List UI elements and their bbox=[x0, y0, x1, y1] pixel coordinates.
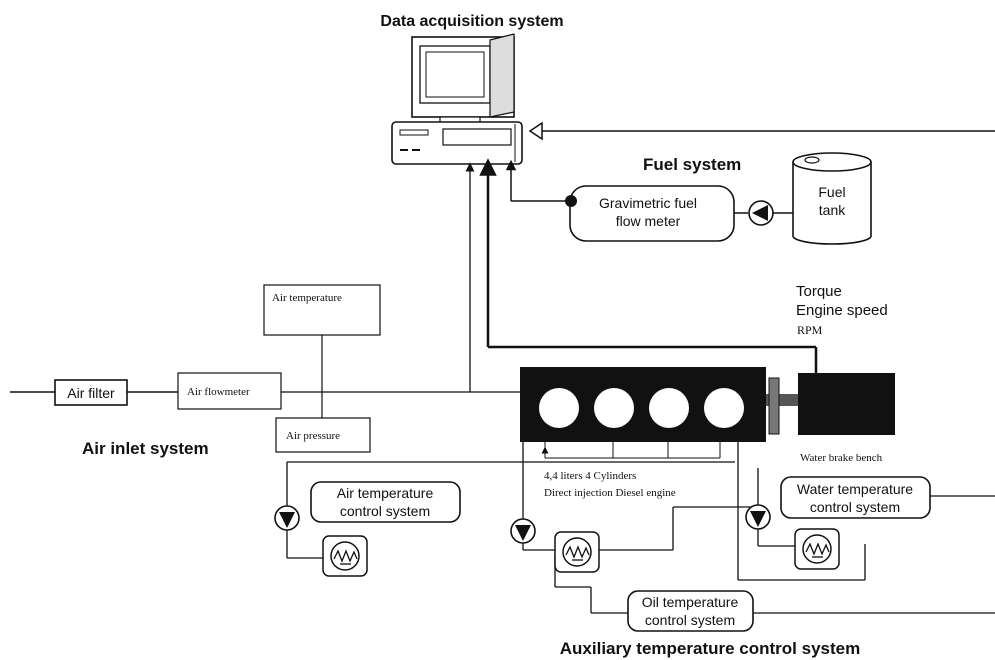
air-inlet-title: Air inlet system bbox=[82, 439, 209, 458]
fuel-signal-line bbox=[505, 159, 571, 202]
rpm-label: RPM bbox=[797, 323, 823, 337]
daq-title: Data acquisition system bbox=[380, 13, 563, 30]
computer-icon bbox=[391, 33, 523, 165]
water-brake-label: Water brake bench bbox=[800, 452, 883, 464]
engine-spec-line1: 4,4 liters 4 Cylinders bbox=[544, 470, 636, 482]
air-pressure-box bbox=[275, 417, 371, 453]
air-pump-icon bbox=[274, 505, 300, 531]
oil-control-label-line1: Oil temperature bbox=[642, 594, 739, 610]
oil-temperature-control-box bbox=[627, 590, 754, 632]
air-control-loop bbox=[286, 461, 735, 559]
auxiliary-system-title: Auxiliary temperature control system bbox=[560, 639, 860, 658]
air-control-label-line1: Air temperature bbox=[337, 485, 434, 501]
air-temperature-control-box bbox=[310, 481, 461, 523]
engine-speed-label: Engine speed bbox=[796, 302, 888, 319]
water-pump-icon bbox=[745, 504, 771, 530]
fuel-tank-label-line1: Fuel bbox=[818, 184, 845, 200]
fuel-pump-icon bbox=[748, 200, 774, 226]
oil-control-loop bbox=[522, 442, 995, 614]
water-brake-bench bbox=[798, 373, 895, 435]
oil-heat-exchanger-icon bbox=[554, 531, 600, 573]
speed-signal-line bbox=[479, 158, 818, 373]
air-flowmeter-label: Air flowmeter bbox=[187, 386, 250, 398]
flow-meter-sensor-dot bbox=[565, 195, 577, 207]
air-control-label-line2: control system bbox=[340, 503, 430, 519]
fuel-meter-label-line2: flow meter bbox=[616, 213, 681, 229]
air-filter-box bbox=[54, 379, 128, 406]
air-filter-label: Air filter bbox=[67, 385, 115, 401]
air-flowmeter-box bbox=[177, 372, 282, 410]
air-heat-exchanger-icon bbox=[322, 535, 368, 577]
torque-label: Torque bbox=[796, 283, 842, 300]
engine-spec-line2: Direct injection Diesel engine bbox=[544, 487, 676, 499]
water-temperature-control-box bbox=[780, 476, 931, 519]
engine-shaft-coupling bbox=[766, 377, 802, 435]
air-temperature-box bbox=[263, 284, 381, 336]
water-heat-exchanger-icon bbox=[794, 528, 840, 570]
water-control-label-line1: Water temperature bbox=[797, 481, 913, 497]
water-control-label-line2: control system bbox=[810, 499, 900, 515]
fuel-system-title: Fuel system bbox=[643, 155, 741, 174]
engine-connection-lines bbox=[544, 442, 721, 459]
air-pressure-label: Air pressure bbox=[286, 430, 340, 442]
fuel-meter-label-line1: Gravimetric fuel bbox=[599, 195, 697, 211]
oil-control-label-line2: control system bbox=[645, 612, 735, 628]
engine-block bbox=[520, 367, 766, 442]
water-control-loop bbox=[737, 442, 995, 581]
fuel-tank-label-line2: tank bbox=[819, 202, 846, 218]
air-temperature-label: Air temperature bbox=[272, 292, 342, 304]
oil-pump-icon bbox=[510, 518, 536, 544]
fuel-tank-icon bbox=[792, 152, 872, 245]
torque-signal-line bbox=[528, 121, 995, 141]
